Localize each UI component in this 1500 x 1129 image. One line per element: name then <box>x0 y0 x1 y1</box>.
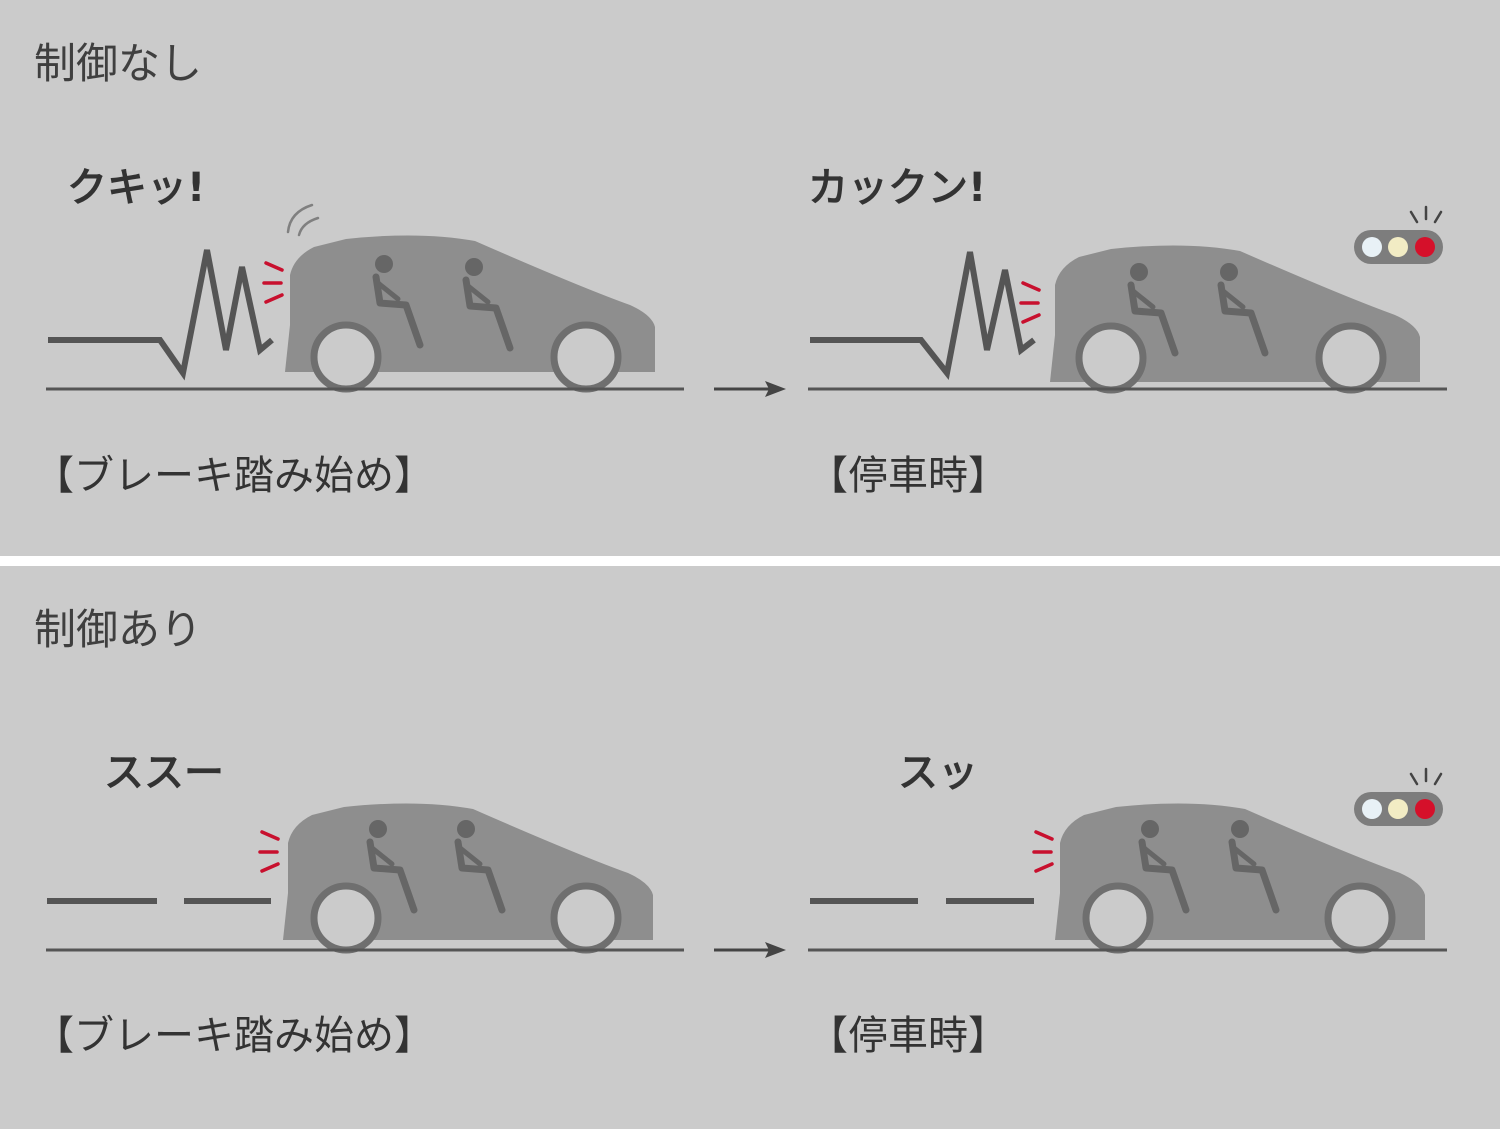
car-wheel <box>310 321 382 393</box>
traffic-signal-icon <box>1354 767 1443 826</box>
jolt-wave-line <box>48 249 274 381</box>
passenger-icon <box>1228 820 1280 914</box>
passenger-icon <box>1127 263 1179 357</box>
car-wheel <box>1324 882 1396 954</box>
passenger-icon <box>1217 263 1269 357</box>
panel-title: 制御なし <box>34 39 203 88</box>
jolt-wave-line <box>810 251 1036 381</box>
caption-stopped: 【停車時】 <box>808 453 1008 499</box>
sound-effect-label: スッ <box>898 750 978 796</box>
passenger-icon <box>454 820 506 914</box>
caption-brake-start: 【ブレーキ踏み始め】 <box>34 1013 434 1059</box>
panel-title: 制御あり <box>34 605 203 654</box>
car-stopped-bottom <box>1055 803 1425 954</box>
without-control-scene <box>46 203 1447 397</box>
brake-light-icon <box>1032 830 1054 873</box>
passenger-icon <box>372 255 424 349</box>
arrow-icon <box>714 381 786 397</box>
with-control-scene <box>46 767 1447 958</box>
car-brake-start-bottom <box>283 803 653 954</box>
sound-effect-label: ススー <box>104 750 224 796</box>
panel-with-control: 制御あり ススー スッ 【ブレーキ踏み始め】 【停車時】 <box>0 566 1500 1129</box>
passenger-icon <box>366 820 418 914</box>
brake-light-icon <box>262 261 284 304</box>
car-wheel <box>1315 322 1387 394</box>
brake-light-icon <box>1019 281 1041 324</box>
car-stopped-top <box>1050 245 1420 394</box>
car-brake-start-top <box>285 235 655 393</box>
panel-without-control: 制御なし クキッ! カックン! 【ブレーキ踏み始め】 【停車時】 <box>0 0 1500 556</box>
caption-stopped: 【停車時】 <box>808 1013 1008 1059</box>
sound-effect-label: クキッ! <box>67 165 206 211</box>
arrow-icon <box>714 942 786 958</box>
caption-brake-start: 【ブレーキ踏み始め】 <box>34 453 434 499</box>
passenger-icon <box>462 258 514 352</box>
sound-effect-label: カックン! <box>808 165 987 211</box>
traffic-signal-icon <box>1354 205 1443 264</box>
car-wheel <box>1075 322 1147 394</box>
squeak-wave-icon <box>286 203 320 237</box>
car-wheel <box>550 882 622 954</box>
car-wheel <box>310 882 382 954</box>
passenger-icon <box>1138 820 1190 914</box>
brake-light-icon <box>258 830 280 873</box>
car-wheel <box>1082 882 1154 954</box>
car-wheel <box>550 321 622 393</box>
